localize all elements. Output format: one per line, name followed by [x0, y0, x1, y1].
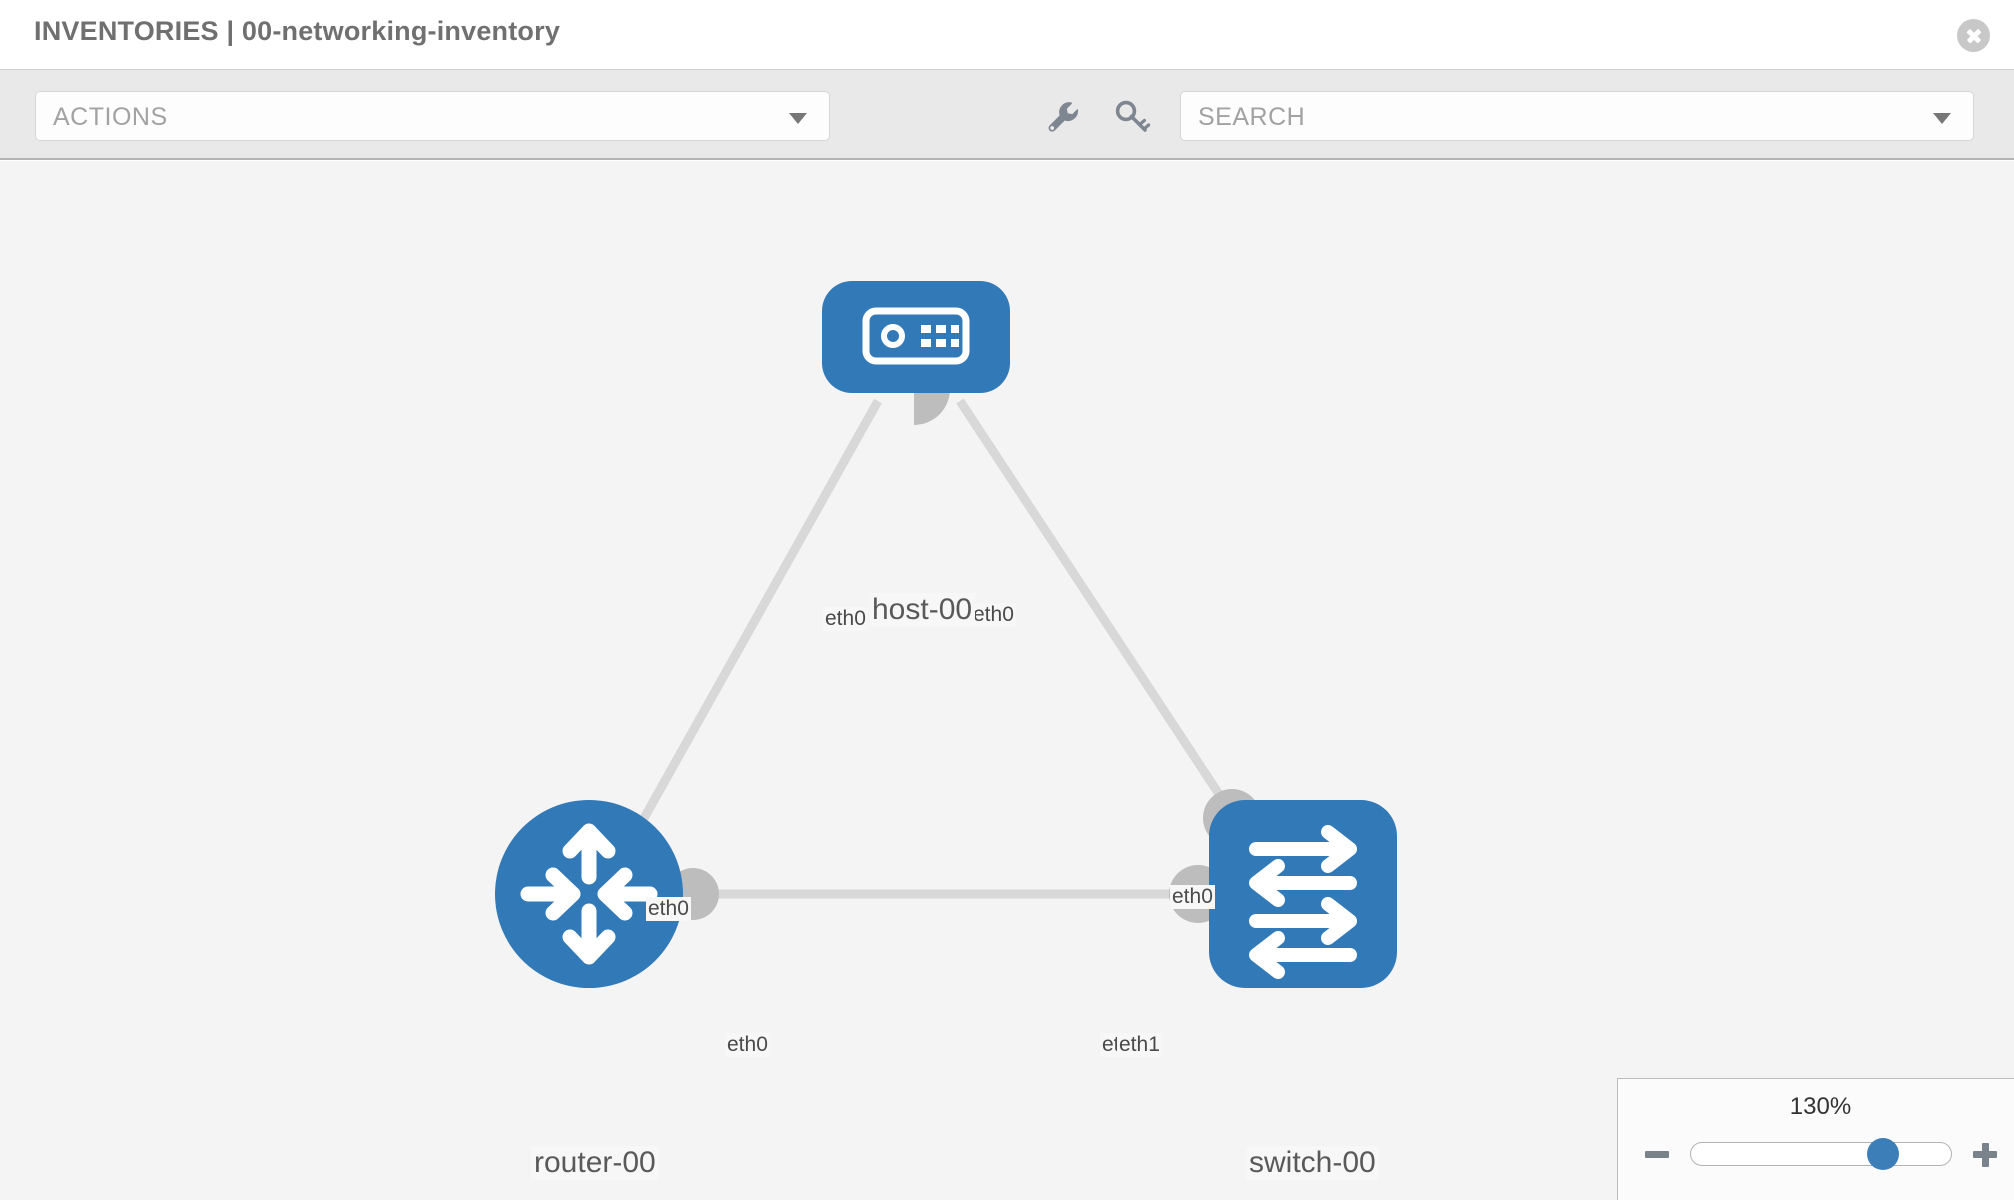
chevron-down-icon: [789, 113, 807, 124]
node-switch-00[interactable]: [1209, 800, 1397, 988]
link-host00-switch00[interactable]: [956, 398, 1267, 864]
zoom-slider-thumb[interactable]: [1867, 1138, 1900, 1170]
interface-label-switch00-uplink: eth0: [1170, 885, 1215, 909]
node-router-00[interactable]: [495, 800, 683, 988]
key-icon[interactable]: [1111, 96, 1153, 138]
minus-icon[interactable]: [1642, 1139, 1672, 1169]
node-label-switch-00: switch-00: [1246, 1146, 1379, 1180]
actions-dropdown-label: ACTIONS: [53, 103, 168, 131]
topology-connectors: [667, 353, 1261, 923]
actions-dropdown[interactable]: ACTIONS: [35, 91, 830, 141]
plus-icon[interactable]: [1970, 1139, 2000, 1169]
link-host00-router00[interactable]: [616, 398, 882, 864]
node-label-host-00: host-00: [869, 593, 976, 627]
chevron-down-icon[interactable]: [1933, 113, 1951, 124]
page-header: INVENTORIES | 00-networking-inventory: [0, 0, 2014, 69]
zoom-percent-label: 130%: [1789, 1093, 1852, 1120]
page-title: INVENTORIES | 00-networking-inventory: [34, 16, 561, 46]
node-host-00[interactable]: [822, 281, 1010, 393]
zoom-slider-track[interactable]: [1690, 1138, 1952, 1170]
topology-links: [616, 398, 1267, 899]
zoom-slider-row: [1618, 1133, 2014, 1177]
interface-label-router00-eth0: eth0: [725, 1033, 770, 1057]
search-input[interactable]: SEARCH: [1180, 91, 1974, 141]
close-icon[interactable]: [1957, 19, 1990, 52]
interface-label-switch00-eth1: eth1: [1117, 1033, 1162, 1057]
wrench-icon[interactable]: [1043, 96, 1085, 138]
topology-graph: [495, 281, 1397, 988]
interface-label-host00-left: eth0: [823, 607, 868, 631]
interface-label-router00-uplink: eth0: [646, 897, 691, 921]
interface-label-host00-right: eth0: [971, 603, 1016, 627]
search-placeholder: SEARCH: [1198, 103, 1306, 131]
toolbar: ACTIONS SEARCH: [0, 69, 2014, 160]
node-label-router-00: router-00: [531, 1146, 659, 1180]
topology-canvas[interactable]: eth0 eth0 eth0 eth0 eth0 eth eth1 host-0…: [0, 161, 2014, 1200]
zoom-control-panel: 130%: [1617, 1078, 2014, 1200]
